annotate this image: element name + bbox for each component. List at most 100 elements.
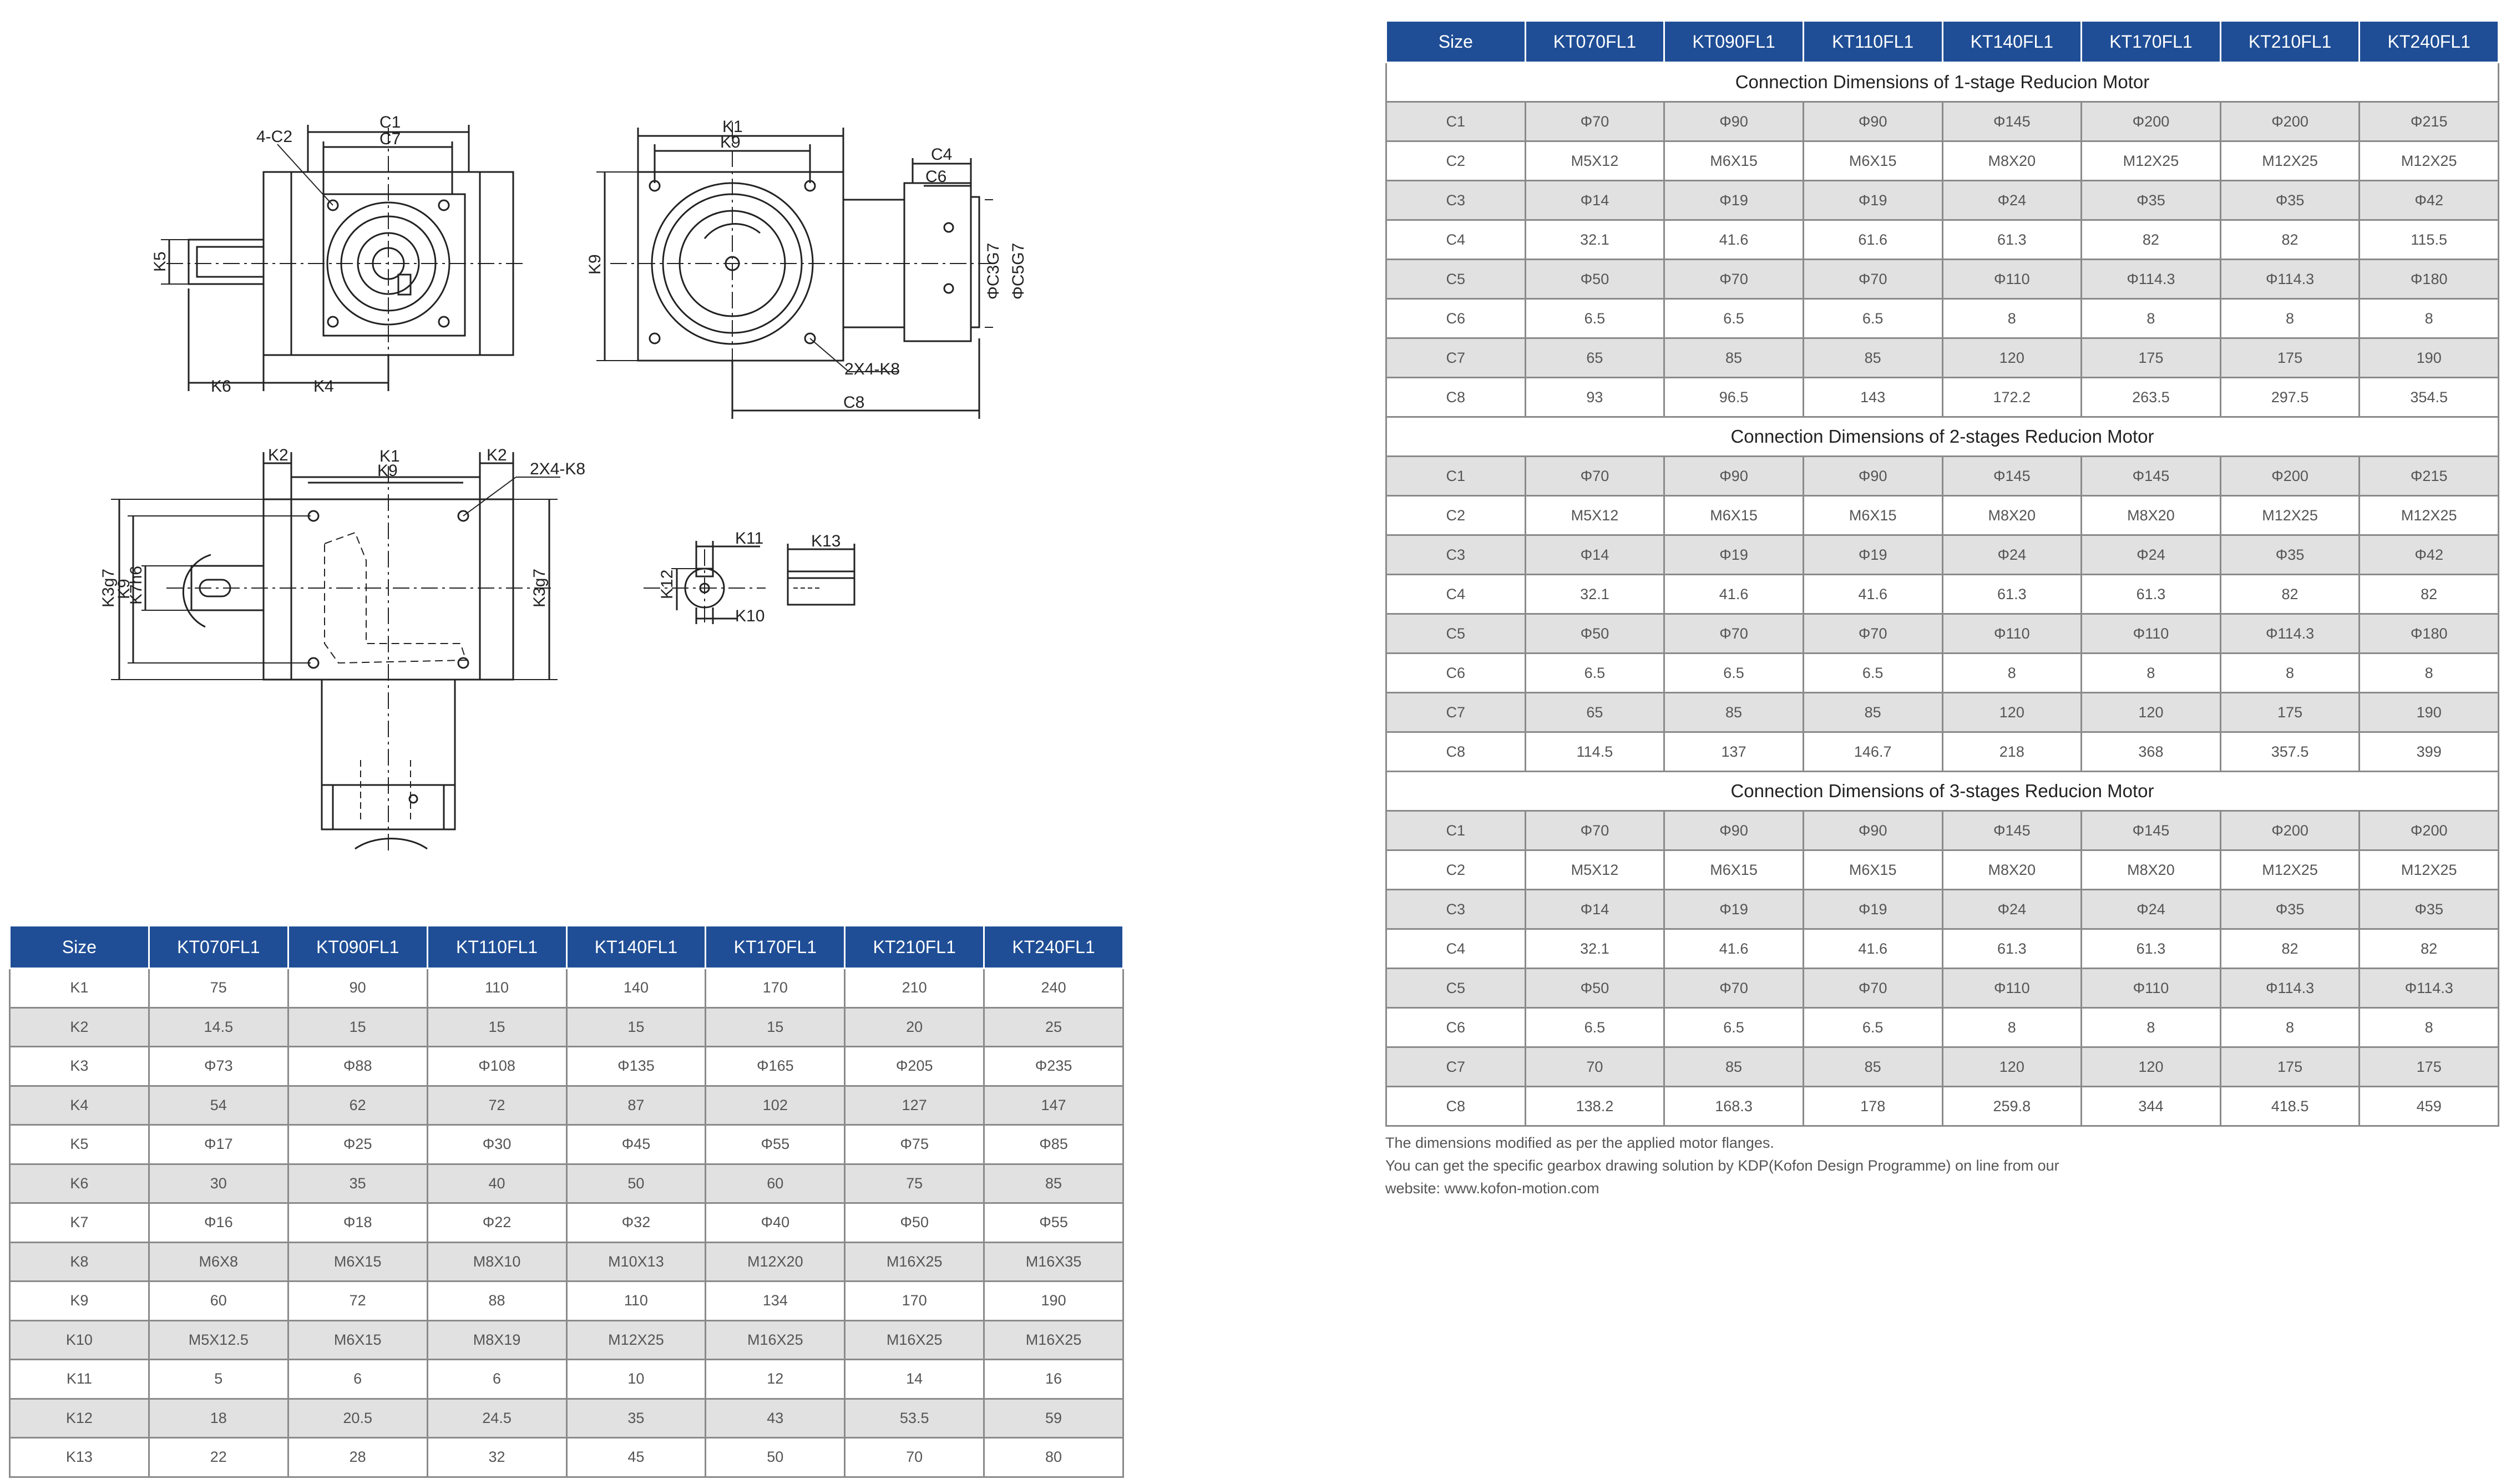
row-label: C3	[1385, 889, 1526, 930]
row-label: C1	[1385, 810, 1526, 851]
table-cell: M12X25	[2219, 495, 2361, 536]
table-cell: Φ50	[1524, 613, 1665, 654]
header-cell: KT210FL1	[2219, 20, 2361, 63]
row-label: K1	[9, 968, 150, 1009]
table-cell: 259.8	[1941, 1086, 2083, 1127]
table-cell: 170	[844, 1280, 985, 1321]
table-cell: M8X20	[1941, 140, 2083, 181]
table-cell: 399	[2358, 731, 2499, 772]
table-cell: Φ215	[2358, 455, 2499, 497]
table-cell: Φ235	[983, 1046, 1124, 1087]
table-cell: Φ14	[1524, 889, 1665, 930]
table-cell: 70	[844, 1437, 985, 1478]
table-cell: M12X25	[2219, 140, 2361, 181]
table-cell: 175	[2219, 692, 2361, 733]
table-cell: 210	[844, 968, 985, 1009]
label-c7: C7	[379, 130, 401, 148]
table-cell: Φ200	[2219, 101, 2361, 142]
table-cell: Φ145	[1941, 101, 2083, 142]
table-cell: 240	[983, 968, 1124, 1009]
table-cell: 70	[1524, 1046, 1665, 1087]
table-cell: 418.5	[2219, 1086, 2361, 1127]
table-cell: 120	[2080, 692, 2221, 733]
label-4c2: 4-C2	[256, 128, 292, 146]
table-cell: 40	[426, 1163, 568, 1204]
drawing-view-bottom	[111, 452, 560, 854]
table-cell: Φ70	[1524, 455, 1665, 497]
table-cell: Φ90	[1802, 455, 1943, 497]
table-cell: Φ205	[844, 1046, 985, 1087]
table-cell: 137	[1663, 731, 1804, 772]
table-cell: Φ90	[1663, 101, 1804, 142]
table-cell: 32.1	[1524, 928, 1665, 969]
label-c6: C6	[925, 168, 946, 186]
table-cell: Φ50	[1524, 968, 1665, 1009]
table-cell: 54	[148, 1085, 289, 1126]
table-cell: Φ30	[426, 1124, 568, 1165]
header-cell: KT140FL1	[1941, 20, 2083, 63]
table-cell: 140	[565, 968, 707, 1009]
table-cell: 88	[426, 1280, 568, 1321]
table-cell: Φ14	[1524, 534, 1665, 575]
table-cell: M16X25	[705, 1319, 846, 1360]
label-k6: K6	[211, 377, 231, 396]
row-label: C8	[1385, 731, 1526, 772]
row-label: C4	[1385, 928, 1526, 969]
table-cell: Φ114.3	[2219, 259, 2361, 300]
header-cell: KT090FL1	[287, 925, 428, 969]
table-cell: Φ135	[565, 1046, 707, 1087]
table-cell: 120	[1941, 692, 2083, 733]
table-cell: 41.6	[1802, 928, 1943, 969]
table-cell: 8	[2358, 298, 2499, 339]
table-cell: Φ25	[287, 1124, 428, 1165]
table-cell: 50	[705, 1437, 846, 1478]
table-cell: 28	[287, 1437, 428, 1478]
row-label: C2	[1385, 495, 1526, 536]
row-label: K7	[9, 1202, 150, 1243]
row-label: C2	[1385, 140, 1526, 181]
table-cell: 6.5	[1802, 1007, 1943, 1048]
table-cell: 6	[287, 1359, 428, 1400]
table-cell: 15	[705, 1006, 846, 1047]
table-cell: 32.1	[1524, 219, 1665, 260]
table-cell: 41.6	[1663, 928, 1804, 969]
row-label: C6	[1385, 652, 1526, 693]
table-cell: 82	[2358, 574, 2499, 615]
table-cell: 65	[1524, 337, 1665, 378]
table-cell: 175	[2219, 1046, 2361, 1087]
table-cell: M8X20	[2080, 849, 2221, 890]
row-label: C1	[1385, 455, 1526, 497]
table-cell: 8	[2080, 298, 2221, 339]
table-cell: M12X25	[2358, 849, 2499, 890]
table-cell: Φ35	[2358, 889, 2499, 930]
header-cell: KT240FL1	[2358, 20, 2499, 63]
table-cell: 6.5	[1802, 298, 1943, 339]
table-cell: Φ19	[1663, 534, 1804, 575]
table-cell: 6	[426, 1359, 568, 1400]
header-cell: KT170FL1	[705, 925, 846, 969]
table-cell: 93	[1524, 377, 1665, 418]
table-cell: 50	[565, 1163, 707, 1204]
table-cell: Φ32	[565, 1202, 707, 1243]
table-cell: Φ18	[287, 1202, 428, 1243]
table-cell: Φ70	[1663, 968, 1804, 1009]
table-cell: Φ90	[1663, 455, 1804, 497]
table-cell: Φ16	[148, 1202, 289, 1243]
table-cell: 85	[1802, 1046, 1943, 1087]
table-cell: 8	[2358, 652, 2499, 693]
table-cell: Φ35	[2219, 180, 2361, 221]
table-cell: 45	[565, 1437, 707, 1478]
table-cell: 15	[565, 1006, 707, 1047]
label-k9-vert-bottom: K9	[115, 579, 133, 599]
